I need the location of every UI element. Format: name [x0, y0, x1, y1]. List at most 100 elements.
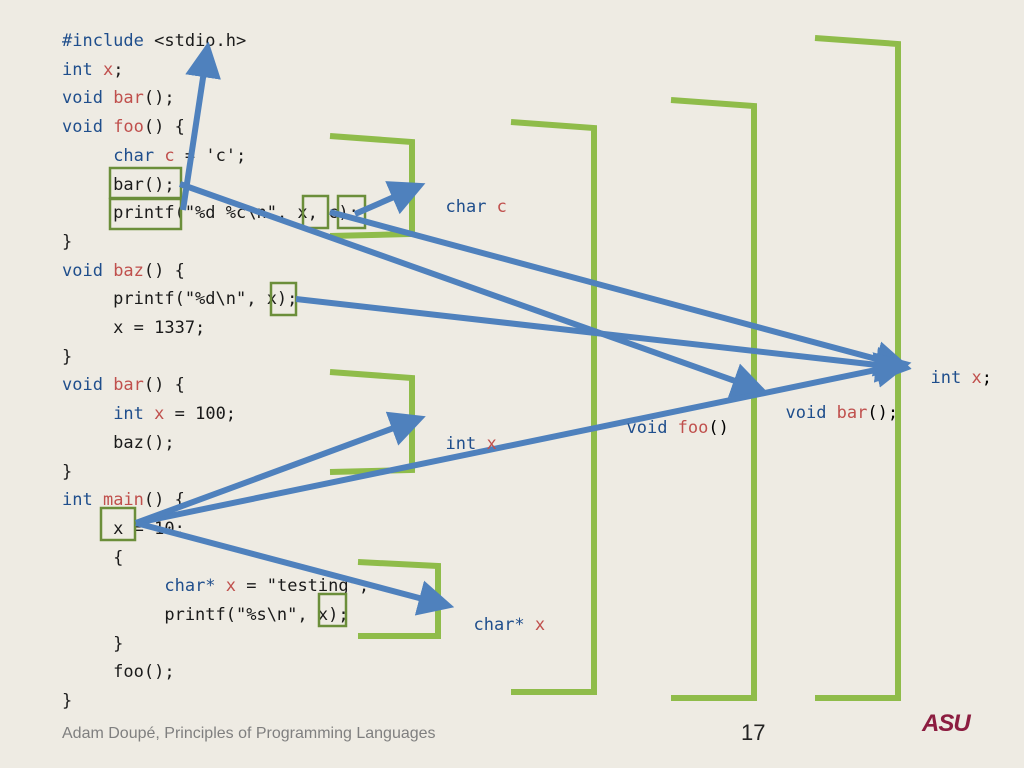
code-identifier: bar	[113, 375, 144, 396]
ref-box-foo-x	[301, 194, 330, 230]
page-number: 17	[741, 720, 766, 745]
code-keyword: int	[113, 404, 155, 425]
code-text: () {	[143, 375, 185, 396]
code-line: int main() {	[62, 489, 185, 511]
code-identifier: x	[154, 404, 165, 425]
label-char-c: char c	[425, 174, 507, 218]
code-line: {	[62, 547, 123, 569]
code-text: = "testing";	[236, 576, 370, 597]
label-suffix: ;	[981, 368, 992, 388]
code-keyword: int	[62, 490, 103, 511]
code-line: }	[62, 461, 72, 483]
code-line: printf("%d\n", x);	[62, 288, 297, 310]
label-type: char	[445, 197, 497, 217]
code-line: int x = 100;	[62, 403, 236, 425]
arrow-baz-x-to-global	[295, 296, 912, 383]
code-line: char* x = "testing";	[62, 575, 369, 597]
label-name: x	[486, 434, 497, 454]
code-line: baz();	[62, 432, 175, 454]
label-char-star-x: char* x	[453, 592, 545, 636]
code-line: printf("%s\n", x);	[62, 604, 349, 626]
code-text: () {	[143, 117, 185, 138]
code-text: = 100;	[164, 404, 237, 425]
ref-box-block-x	[317, 592, 348, 628]
code-keyword: int	[62, 59, 103, 80]
ref-box-baz-x	[269, 281, 298, 317]
code-identifier: foo	[113, 117, 144, 138]
code-line: void bar() {	[62, 374, 185, 396]
code-line: }	[62, 346, 72, 368]
code-text: }	[62, 346, 73, 367]
code-line: void foo() {	[62, 116, 185, 138]
code-text: baz();	[62, 432, 175, 453]
code-line: }	[62, 231, 72, 253]
code-line: foo();	[62, 661, 175, 683]
scope-bracket-bar	[670, 97, 757, 701]
code-keyword: char	[113, 145, 165, 166]
code-text: x = 1337;	[62, 318, 206, 338]
code-text: }	[62, 633, 124, 654]
code-text: <stdio.h>	[154, 31, 247, 51]
code-keyword: void	[62, 375, 114, 396]
code-identifier: x	[225, 576, 237, 597]
code-text: }	[62, 231, 73, 252]
code-keyword: #include	[62, 31, 155, 51]
code-line: void bar();	[62, 87, 175, 109]
label-type: int	[445, 434, 487, 454]
label-name: c	[496, 197, 507, 217]
code-text: }	[62, 461, 73, 482]
scope-bracket-foo	[510, 119, 597, 695]
label-name: foo	[677, 418, 709, 438]
code-line: }	[62, 633, 123, 655]
code-keyword: void	[62, 88, 114, 109]
label-type: int	[930, 368, 972, 388]
code-text: {	[62, 547, 124, 568]
label-name: x	[971, 368, 982, 388]
code-keyword: char*	[164, 576, 226, 597]
arrow-main-x-to-int-x	[134, 411, 426, 526]
code-keyword: void	[62, 117, 114, 138]
code-text: () {	[143, 260, 185, 281]
code-text: foo();	[62, 662, 175, 683]
code-line: int x;	[62, 59, 123, 81]
code-text: () {	[143, 490, 185, 511]
footer-author: Adam Doupé, Principles of Programming La…	[62, 725, 436, 742]
code-text: bar();	[62, 174, 175, 195]
code-text: }	[62, 691, 73, 712]
arrow-main-x-to-char-star-x	[135, 520, 455, 616]
code-identifier: x	[102, 59, 114, 80]
label-suffix: ();	[867, 403, 899, 423]
code-identifier: c	[164, 145, 175, 166]
code-line: x = 1337;	[62, 317, 205, 339]
ref-box-bar-call	[108, 166, 183, 200]
label-global-int-x: int x;	[910, 345, 992, 389]
code-identifier: bar	[113, 88, 144, 109]
code-identifier: main	[102, 490, 144, 511]
code-line: void baz() {	[62, 260, 185, 282]
code-text: ;	[113, 59, 124, 80]
code-line: }	[62, 690, 72, 712]
code-text: printf("%d\n", x);	[62, 289, 298, 310]
asu-logo: ASU	[922, 710, 971, 737]
code-line: #include <stdio.h>	[62, 30, 246, 52]
code-line: bar();	[62, 174, 175, 196]
label-int-x-local: int x	[425, 411, 497, 455]
code-keyword: void	[62, 260, 114, 281]
arrow-bar-call-to-bar-decl	[178, 181, 768, 398]
label-name: bar	[836, 403, 868, 423]
label-type: void	[626, 418, 678, 438]
label-name: x	[534, 615, 546, 635]
code-text: ();	[143, 88, 175, 109]
ref-box-main-x	[99, 506, 137, 542]
label-suffix: ()	[708, 418, 729, 438]
arrow-main-x-to-global	[135, 352, 912, 526]
ref-box-printf-call	[108, 197, 183, 231]
code-text: printf("%s\n", x);	[62, 605, 349, 625]
code-identifier: baz	[113, 260, 144, 281]
scope-bracket-bar-local	[329, 369, 415, 475]
label-type: char*	[473, 615, 535, 635]
label-void-bar: void bar();	[765, 380, 898, 424]
arrow-x-to-global-foo	[329, 209, 912, 377]
arrow-c-to-char-c	[353, 181, 426, 217]
